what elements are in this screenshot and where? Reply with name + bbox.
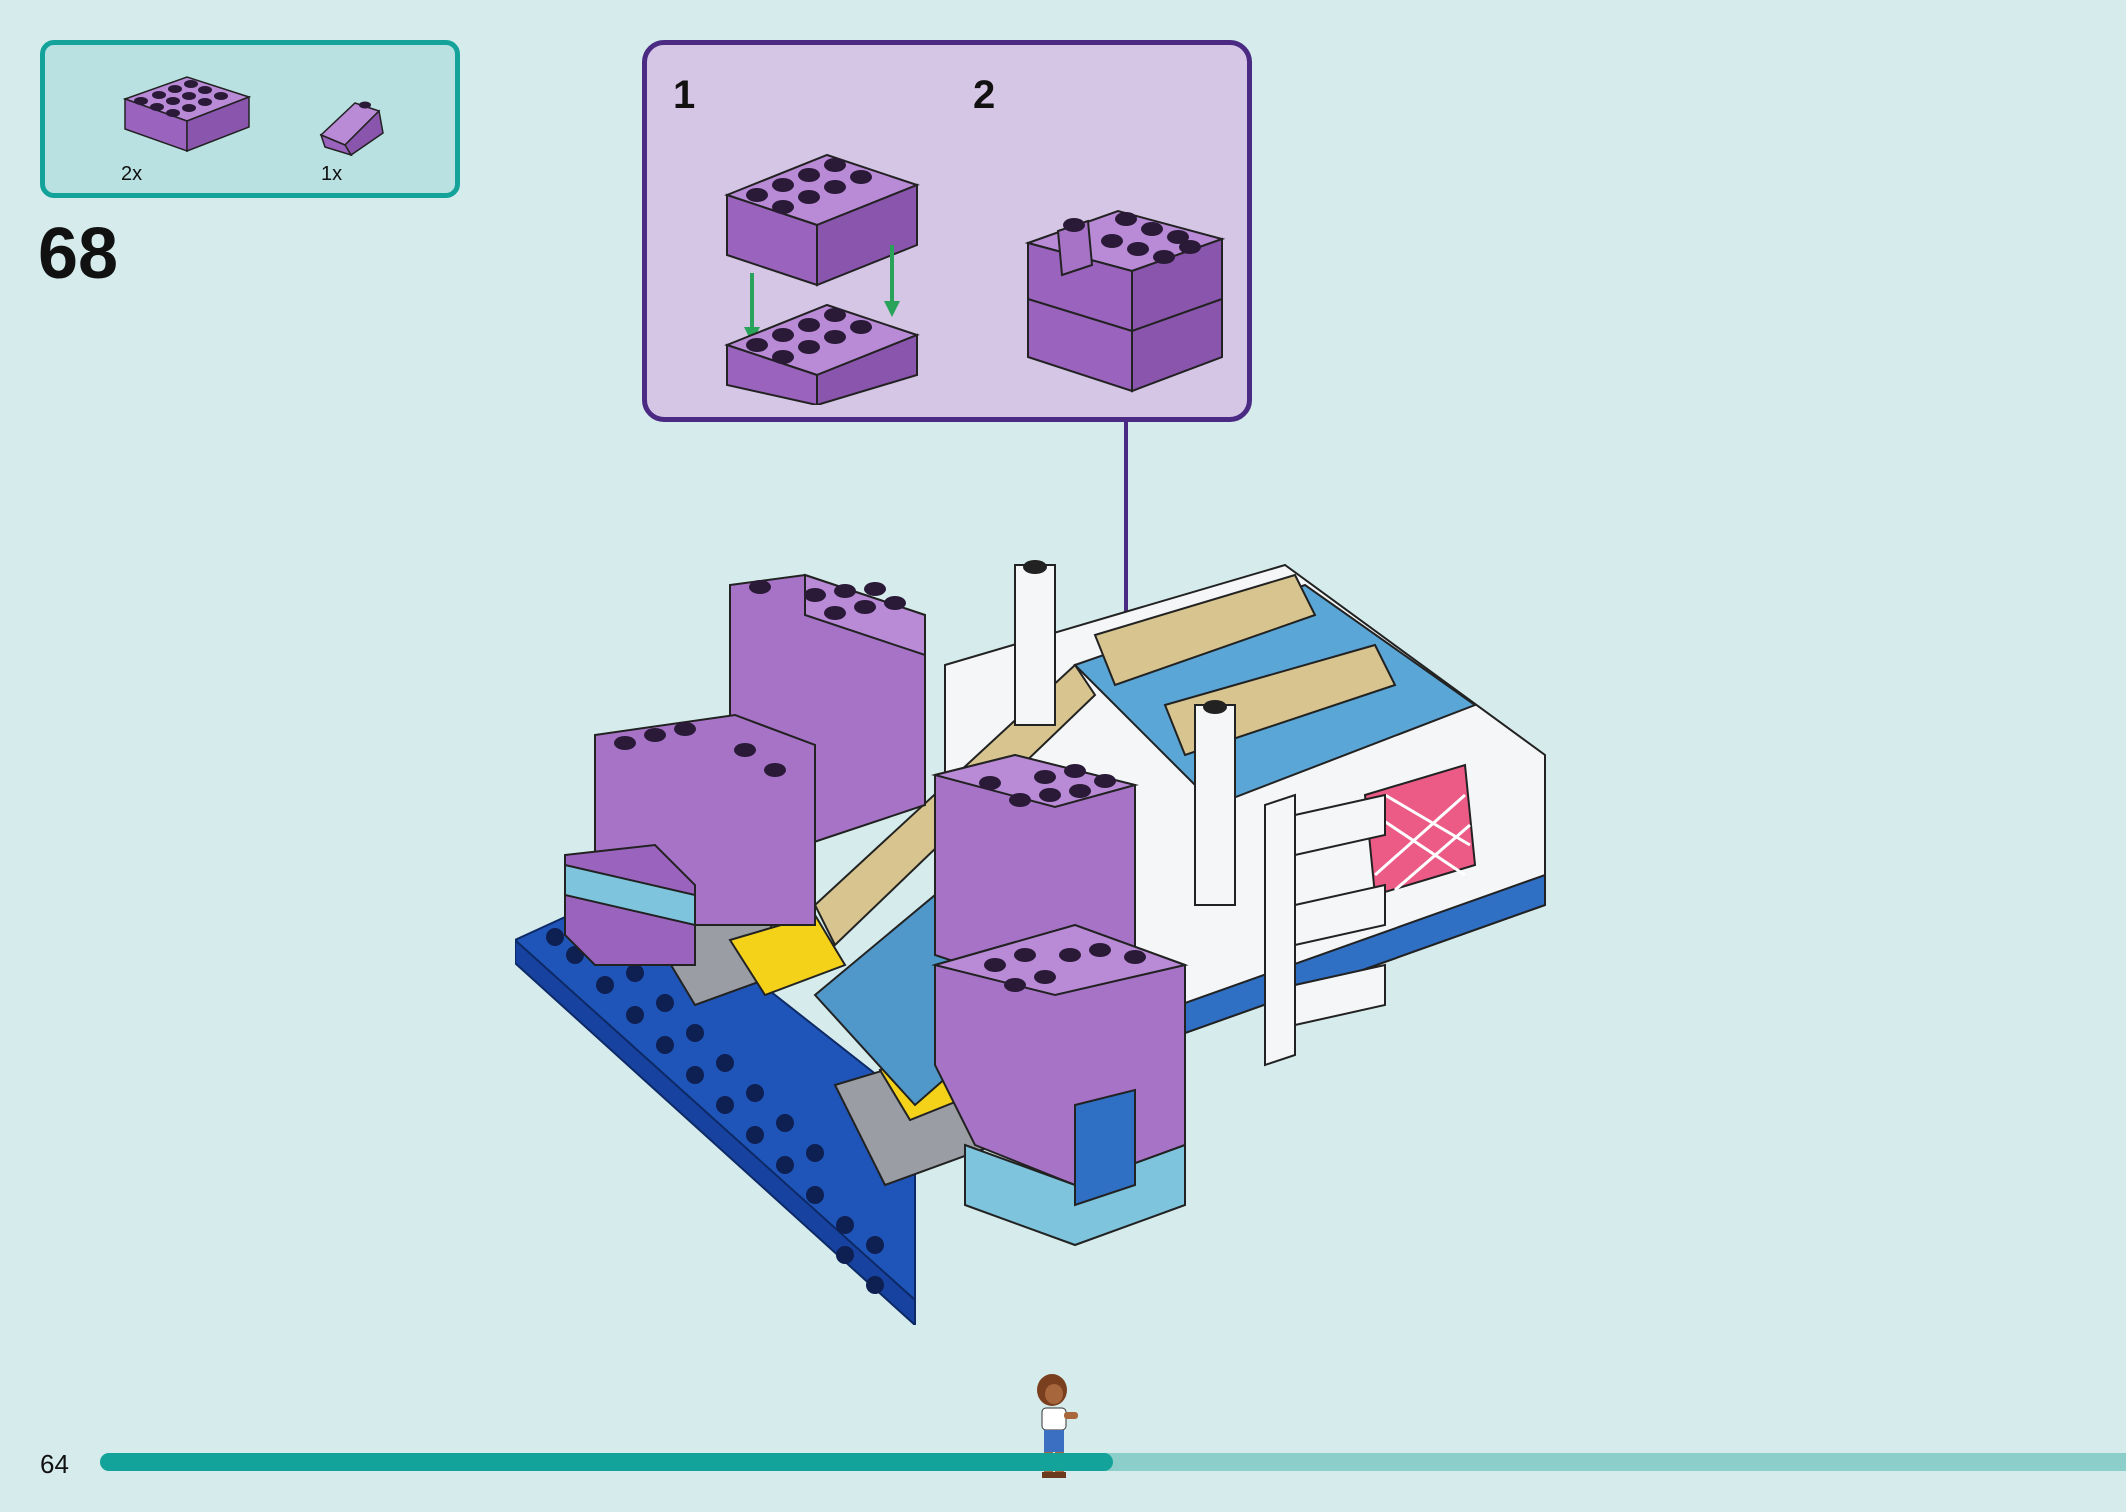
- subassembly-callout: 1 2: [642, 40, 1252, 422]
- step-number: 68: [38, 214, 119, 294]
- part-brick-2x4: [117, 59, 257, 159]
- part-quantity: 1x: [321, 163, 343, 185]
- page-number: 64: [40, 1449, 69, 1479]
- purple-brick-2x4-icon: [122, 76, 252, 153]
- substep-number: 1: [673, 73, 696, 117]
- progress-bar: [100, 1453, 2126, 1471]
- part-quantity: 2x: [121, 163, 143, 185]
- part-slope-brick: [313, 89, 393, 159]
- model-assembly-illustration: [515, 560, 1546, 1325]
- stack-two-bricks-icon: [724, 153, 920, 405]
- substep-number: 2: [973, 73, 996, 117]
- stacked-bricks-with-slope-icon: [1024, 209, 1226, 393]
- progress-bar-fill: [100, 1453, 1113, 1471]
- parts-list-box: 2x 1x: [40, 40, 460, 198]
- purple-slope-brick-icon: [319, 101, 384, 157]
